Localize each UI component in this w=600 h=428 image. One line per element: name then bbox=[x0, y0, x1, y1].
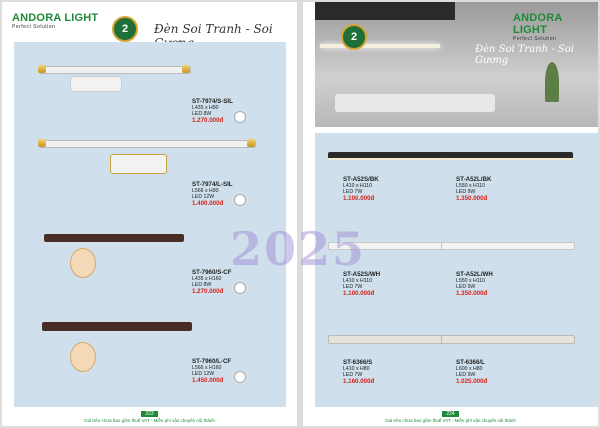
lamp-endcap-right bbox=[182, 65, 190, 73]
gen-badge: 2 bbox=[112, 16, 138, 42]
product-info: ST-A52L/BK L550 x H110 LED 9W 1.350.000đ bbox=[456, 176, 492, 202]
mirror-light-icon bbox=[320, 44, 440, 48]
room-photo bbox=[315, 2, 598, 127]
product-info: ST-7974/S-SIL L435 x H90 LED 8W 1.270.00… bbox=[192, 98, 233, 124]
footer-note: Giá trên chưa bao gồm thuế VAT - Miễn ph… bbox=[84, 418, 215, 423]
product-code: ST-7974/L-SIL bbox=[192, 181, 233, 188]
product-price: 1.400.000đ bbox=[192, 199, 224, 207]
product-led: LED 12W bbox=[192, 371, 215, 378]
product-size: L410 x H80 bbox=[343, 366, 370, 373]
ceiling-panel bbox=[315, 2, 455, 20]
brand-tagline: Perfect Solution bbox=[12, 24, 56, 30]
product-info: ST-7960/L-CF L566 x H160 LED 12W 1.450.0… bbox=[192, 358, 232, 384]
product-size: L410 x H110 bbox=[343, 183, 373, 190]
page-footer: 223 Giá trên chưa bao gồm thuế VAT - Miễ… bbox=[2, 411, 297, 423]
lamp-coffee-small bbox=[44, 234, 184, 242]
lamp-base-3 bbox=[70, 248, 96, 278]
product-led: LED 9W bbox=[456, 189, 476, 196]
lamp-base-2 bbox=[110, 154, 167, 174]
lamp-coffee-large bbox=[42, 322, 192, 331]
product-info: ST-A52S/BK L410 x H110 LED 7W 1.100.000đ bbox=[343, 176, 379, 202]
product-price: 1.270.000đ bbox=[192, 287, 224, 295]
product-led: LED 8W bbox=[192, 282, 212, 289]
product-code: ST-6366/L bbox=[456, 359, 485, 366]
brand-name: ANDORA LIGHT bbox=[513, 12, 563, 36]
lamp-silver-small bbox=[39, 66, 191, 74]
lamp-base-1 bbox=[70, 76, 122, 92]
product-info: ST-7974/L-SIL L566 x H90 LED 12W 1.400.0… bbox=[192, 181, 233, 207]
product-price: 1.100.000đ bbox=[343, 194, 375, 202]
product-info: ST-A52S/WH L410 x H110 LED 7W 1.100.000đ bbox=[343, 271, 381, 297]
product-price: 1.270.000đ bbox=[192, 116, 224, 124]
product-info: ST-A52L/WH L550 x H110 LED 9W 1.350.000đ bbox=[456, 271, 493, 297]
lamp-bar-small bbox=[328, 335, 448, 344]
lamp-endcap-right-2 bbox=[247, 139, 255, 147]
product-size: L566 x H160 bbox=[192, 365, 222, 372]
product-code: ST-A52S/BK bbox=[343, 176, 379, 183]
plant-image bbox=[545, 62, 559, 102]
brand-tagline: Perfect Solution bbox=[513, 36, 557, 42]
product-size: L435 x H160 bbox=[192, 276, 222, 283]
lamp-black-large bbox=[441, 152, 573, 160]
product-size: L410 x H110 bbox=[343, 278, 373, 285]
product-led: LED 9W bbox=[456, 372, 476, 379]
product-code: ST-7974/S-SIL bbox=[192, 98, 233, 105]
lamp-endcap-left bbox=[38, 65, 46, 73]
lamp-endcap-left-2 bbox=[38, 139, 46, 147]
product-size: L550 x H110 bbox=[456, 278, 486, 285]
product-code: ST-A52L/BK bbox=[456, 176, 492, 183]
light-color-icon bbox=[234, 111, 246, 123]
page-number: 223 bbox=[141, 411, 158, 417]
catalog-page-left: ANDORA LIGHT Perfect Solution 2 Đèn Soi … bbox=[2, 2, 297, 426]
product-size: L435 x H90 bbox=[192, 105, 219, 112]
lamp-bar-large bbox=[441, 335, 575, 344]
light-color-icon bbox=[234, 282, 246, 294]
product-price: 1.100.000đ bbox=[343, 289, 375, 297]
product-price: 1.450.000đ bbox=[192, 376, 224, 384]
product-code: ST-A52S/WH bbox=[343, 271, 381, 278]
product-info: ST-6366/L L600 x H80 LED 9W 1.025.000đ bbox=[456, 359, 488, 385]
lamp-black-small bbox=[328, 152, 446, 160]
lamp-base-4 bbox=[70, 342, 96, 372]
product-code: ST-7960/L-CF bbox=[192, 358, 232, 365]
catalog-page-right: ANDORA LIGHT Perfect Solution 2 Đèn Soi … bbox=[303, 2, 598, 426]
product-price: 1.160.000đ bbox=[343, 377, 375, 385]
footer-note: Giá trên chưa bao gồm thuế VAT - Miễn ph… bbox=[385, 418, 516, 423]
lamp-silver-large bbox=[39, 140, 256, 148]
product-size: L600 x H80 bbox=[456, 366, 483, 373]
product-price: 1.025.000đ bbox=[456, 377, 488, 385]
product-size: L550 x H110 bbox=[456, 183, 486, 190]
gen-badge: 2 bbox=[341, 24, 367, 50]
product-code: ST-7960/S-CF bbox=[192, 269, 232, 276]
product-code: ST-A52L/WH bbox=[456, 271, 493, 278]
light-color-icon bbox=[234, 194, 246, 206]
product-info: ST-6366/S L410 x H80 LED 7W 1.160.000đ bbox=[343, 359, 375, 385]
product-code: ST-6366/S bbox=[343, 359, 373, 366]
watermark: 2025 bbox=[230, 222, 367, 276]
product-panel bbox=[315, 133, 598, 407]
lamp-white-large bbox=[441, 242, 575, 250]
page-number: 224 bbox=[442, 411, 459, 417]
product-panel bbox=[14, 42, 286, 407]
brand-logo: ANDORA LIGHT Perfect Solution bbox=[12, 12, 98, 30]
brand-name: ANDORA LIGHT bbox=[12, 12, 99, 24]
brand-logo: ANDORA LIGHT Perfect Solution bbox=[513, 12, 598, 42]
product-price: 1.350.000đ bbox=[456, 289, 488, 297]
sofa-image bbox=[335, 94, 495, 112]
light-color-icon bbox=[234, 371, 246, 383]
product-led: LED 7W bbox=[343, 189, 363, 196]
product-price: 1.350.000đ bbox=[456, 194, 488, 202]
product-led: LED 7W bbox=[343, 284, 363, 291]
product-led: LED 12W bbox=[192, 194, 215, 201]
series-title: Đèn Soi Tranh - Soi Gương bbox=[475, 44, 574, 66]
page-footer: 224 Giá trên chưa bao gồm thuế VAT - Miễ… bbox=[303, 411, 598, 423]
product-led: LED 9W bbox=[456, 284, 476, 291]
product-led: LED 8W bbox=[192, 111, 212, 118]
product-info: ST-7960/S-CF L435 x H160 LED 8W 1.270.00… bbox=[192, 269, 232, 295]
product-led: LED 7W bbox=[343, 372, 363, 379]
product-size: L566 x H90 bbox=[192, 188, 219, 195]
